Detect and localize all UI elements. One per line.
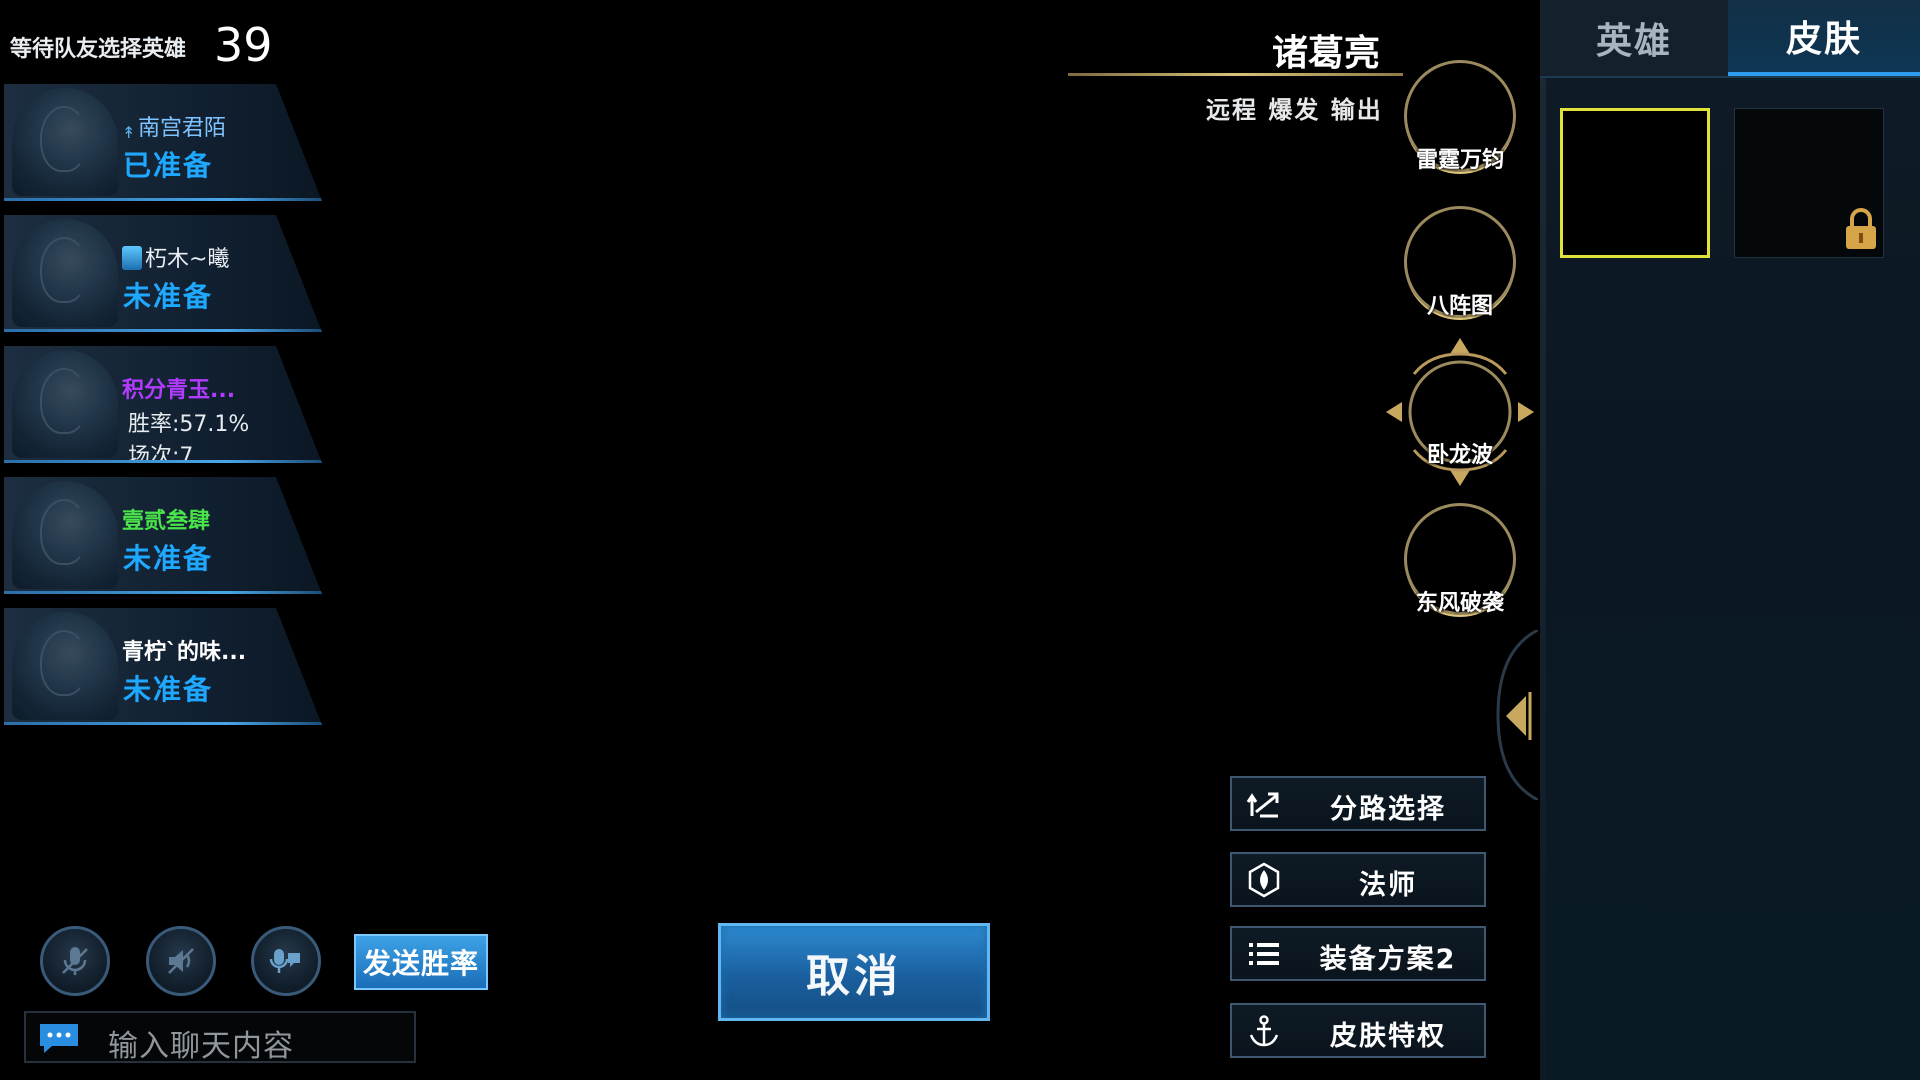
cancel-button[interactable]: 取消 [718,923,990,1021]
mage-role-icon [1248,862,1280,898]
player-ready-status: 未准备 [123,280,214,313]
waiting-status-label: 等待队友选择英雄 [10,37,187,62]
team-slot-4: 壹贰叁肆 未准备 [4,477,322,594]
player-portrait [12,350,118,458]
chat-input-placeholder: 输入聊天内容 [108,1029,294,1064]
lane-select-button[interactable]: 分路选择 [1230,776,1486,831]
hero-name-divider [1068,73,1403,76]
skill-2-label: 八阵图 [1426,294,1493,319]
player-portrait [12,612,118,720]
skin-privilege-button[interactable]: 皮肤特权 [1230,1003,1486,1058]
countdown-timer: 39 [214,18,273,72]
team-slot-5: 青柠`的味... 未准备 [4,608,322,725]
chat-input[interactable]: 输入聊天内容 [24,1011,416,1064]
speaker-muted-icon [168,948,194,974]
skin-card-selected[interactable] [1560,108,1710,258]
tab-skins[interactable]: 皮肤 [1728,0,1920,76]
role-mage-button[interactable]: 法师 [1230,852,1486,907]
player-winrate: 胜率:57.1% [128,412,250,437]
player-portrait [12,219,118,327]
team-slot-1: ↟南宫君陌 已准备 [4,84,322,201]
player-ready-status: 未准备 [123,673,214,706]
skin-card-locked[interactable] [1734,108,1884,258]
skill-1-label: 雷霆万钧 [1415,148,1504,173]
player-portrait [12,88,118,196]
skin-privilege-label: 皮肤特权 [1330,1021,1446,1052]
side-panel: 英雄 皮肤 [1540,0,1920,1080]
microphone-muted-icon [62,947,88,975]
lane-switch-icon [1246,792,1279,818]
hero-role-tags: 远程 爆发 输出 [1206,96,1383,124]
player-name: 壹贰叁肆 [122,509,211,534]
player-name: 积分青玉... [122,378,236,403]
chat-bubble-icon [40,1024,78,1053]
tabs-divider [1540,76,1920,78]
mic-toggle-button[interactable] [40,926,110,996]
player-ready-status: 已准备 [123,149,214,182]
skill-4-label: 东风破袭 [1415,591,1504,616]
equipment-plan-button[interactable]: 装备方案2 [1230,926,1486,981]
list-icon [1249,943,1279,965]
skill-1-icon[interactable] [1404,60,1516,172]
skill-3-label: 卧龙波 [1426,443,1493,468]
player-ready-status: 未准备 [123,542,214,575]
team-slot-2: 朽木~曦 未准备 [4,215,322,332]
lane-select-label: 分路选择 [1330,794,1446,825]
player-portrait [12,481,118,589]
voice-chat-button[interactable] [251,926,321,996]
ultimate-skill-icon[interactable] [1384,336,1536,488]
player-games-count: 场次:7 [128,444,194,469]
player-name: 朽木~曦 [122,241,229,273]
equipment-plan-label: 装备方案2 [1319,944,1457,975]
skill-4-icon[interactable] [1404,503,1516,615]
speaker-toggle-button[interactable] [146,926,216,996]
hero-name: 诸葛亮 [1272,33,1381,74]
tab-heroes[interactable]: 英雄 [1540,0,1728,76]
player-name: 青柠`的味... [122,640,247,665]
skill-2-icon[interactable] [1404,206,1516,318]
lock-icon [1846,208,1876,249]
collapse-arrow-icon[interactable] [1488,630,1538,800]
anchor-privilege-icon [1249,1015,1279,1047]
player-name: ↟南宫君陌 [122,116,227,142]
send-winrate-button[interactable]: 发送胜率 [354,934,488,990]
team-slot-3: 积分青玉... 胜率:57.1% 场次:7 [4,346,322,463]
voice-chat-icon [269,949,300,973]
role-mage-label: 法师 [1359,870,1417,901]
sword-rank-icon: ↟ [122,123,136,142]
rank-badge-icon [122,246,142,270]
